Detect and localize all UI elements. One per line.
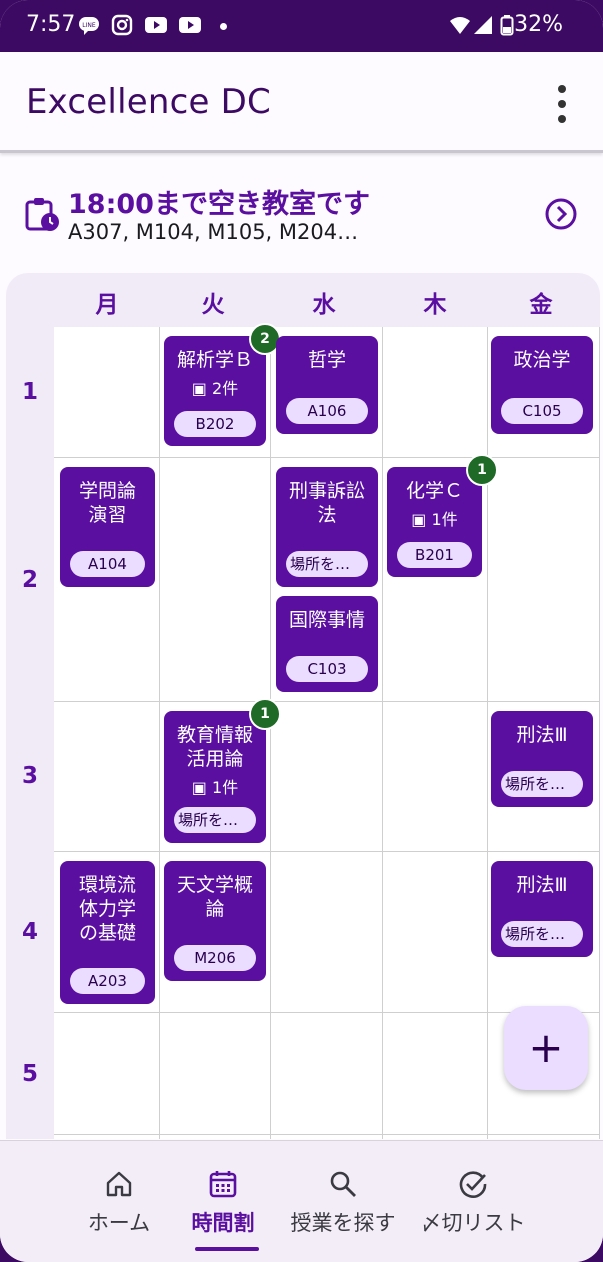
notification-dot (220, 23, 227, 30)
room-chip: 場所を… (286, 551, 368, 577)
course-name: 政治学 (513, 349, 571, 371)
period-label-4: 4 (21, 919, 38, 945)
assignment-icon: ▣ (191, 379, 207, 398)
course-name: 教育情報活用論 (176, 724, 253, 770)
course-card[interactable]: 哲学 A106 (276, 336, 378, 434)
day-header-thu: 木 (423, 292, 447, 318)
course-name: 学問論演習 (78, 480, 136, 526)
day-header-tue: 火 (201, 292, 225, 318)
add-course-button[interactable]: + (504, 1006, 588, 1090)
course-name: 哲学 (307, 349, 346, 371)
instagram-icon (111, 14, 133, 36)
room-chip: A203 (70, 968, 145, 994)
room-chip: C103 (286, 656, 368, 682)
youtube-icon-2 (179, 17, 201, 33)
calendar-icon (209, 1171, 237, 1198)
room-chip: 場所を… (501, 771, 583, 797)
app-title: Excellence DC (26, 82, 271, 122)
svg-text:LINE: LINE (82, 22, 96, 29)
period-label-1: 1 (21, 379, 38, 405)
course-card[interactable]: 政治学 C105 (491, 336, 593, 434)
nav-item-search[interactable]: 授業を探す (268, 1169, 418, 1237)
room-chip: 場所を… (501, 921, 583, 947)
assignment-count: ▣ 1件 (411, 510, 458, 529)
bottom-nav: ホーム 時間割 授業を探す (0, 1140, 603, 1262)
app-bar: Excellence DC (0, 52, 603, 153)
course-card[interactable]: 刑法Ⅲ 場所を… (491, 861, 593, 957)
wifi-icon (450, 17, 470, 34)
more-vert-icon[interactable] (557, 84, 567, 124)
course-card[interactable]: 国際事情 C103 (276, 596, 378, 692)
day-header-mon: 月 (95, 292, 119, 318)
status-bar: 7:57 LINE 32% (0, 0, 603, 52)
line-icon: LINE (79, 17, 99, 35)
room-chip: B201 (397, 542, 472, 568)
banner-headline: 18:00まで空き教室です (68, 189, 370, 220)
course-name: 解析学Ｂ (176, 349, 253, 371)
assignment-icon: ▣ (411, 510, 427, 529)
course-name: 環境流体力学の基礎 (78, 874, 136, 944)
day-header-fri: 金 (529, 292, 553, 318)
course-name: 刑法Ⅲ (516, 874, 568, 896)
room-chip: A106 (286, 398, 368, 424)
search-icon (330, 1171, 356, 1197)
youtube-icon (145, 17, 167, 33)
period-label-2: 2 (21, 567, 38, 593)
nav-item-home[interactable]: ホーム (44, 1169, 194, 1237)
course-card[interactable]: 刑法Ⅲ 場所を… (491, 711, 593, 807)
course-card[interactable]: 天文学概論 M206 (164, 861, 266, 981)
free-room-banner[interactable]: 18:00まで空き教室です A307, M104, M105, M204… (0, 168, 603, 268)
chevron-right-circle-icon[interactable] (544, 197, 578, 231)
status-time: 7:57 (26, 12, 76, 37)
room-chip: C105 (501, 398, 583, 424)
assignment-count: ▣ 1件 (191, 778, 239, 797)
room-chip: A104 (70, 551, 145, 577)
course-name: 化学Ｃ (405, 480, 463, 502)
clipboard-clock-icon (25, 198, 59, 231)
course-card[interactable]: 化学Ｃ ▣ 1件 B201 (387, 467, 482, 577)
room-chip: M206 (174, 945, 256, 971)
course-card[interactable]: 教育情報活用論 ▣ 1件 場所を… (164, 711, 266, 843)
course-name: 刑事訴訟法 (288, 480, 365, 526)
assignment-icon: ▣ (191, 778, 207, 797)
day-header-wed: 水 (312, 292, 336, 318)
assignment-count: ▣ 2件 (191, 379, 239, 398)
room-chip: 場所を… (174, 807, 256, 833)
course-name: 天文学概論 (176, 874, 253, 920)
check-circle-icon (459, 1171, 487, 1198)
course-card[interactable]: 学問論演習 A104 (60, 467, 155, 587)
room-chip: B202 (174, 411, 256, 437)
cell-signal-icon (474, 16, 492, 34)
period-label-5: 5 (21, 1061, 38, 1087)
course-card[interactable]: 解析学Ｂ ▣ 2件 B202 (164, 336, 266, 446)
battery-icon (500, 15, 514, 36)
nav-item-deadlines[interactable]: 〆切リスト (398, 1169, 548, 1237)
course-card[interactable]: 環境流体力学の基礎 A203 (60, 861, 155, 1004)
nav-item-timetable[interactable]: 時間割 (148, 1169, 298, 1251)
active-indicator (195, 1247, 259, 1251)
course-name: 刑法Ⅲ (516, 724, 568, 746)
banner-rooms: A307, M104, M105, M204… (68, 220, 359, 244)
battery-percent: 32% (514, 12, 563, 37)
notification-badge: 1 (249, 698, 281, 730)
course-name: 国際事情 (288, 609, 365, 631)
notification-badge: 1 (466, 454, 498, 486)
period-label-3: 3 (21, 763, 38, 789)
course-card[interactable]: 刑事訴訟法 場所を… (276, 467, 378, 587)
home-icon (106, 1171, 132, 1197)
